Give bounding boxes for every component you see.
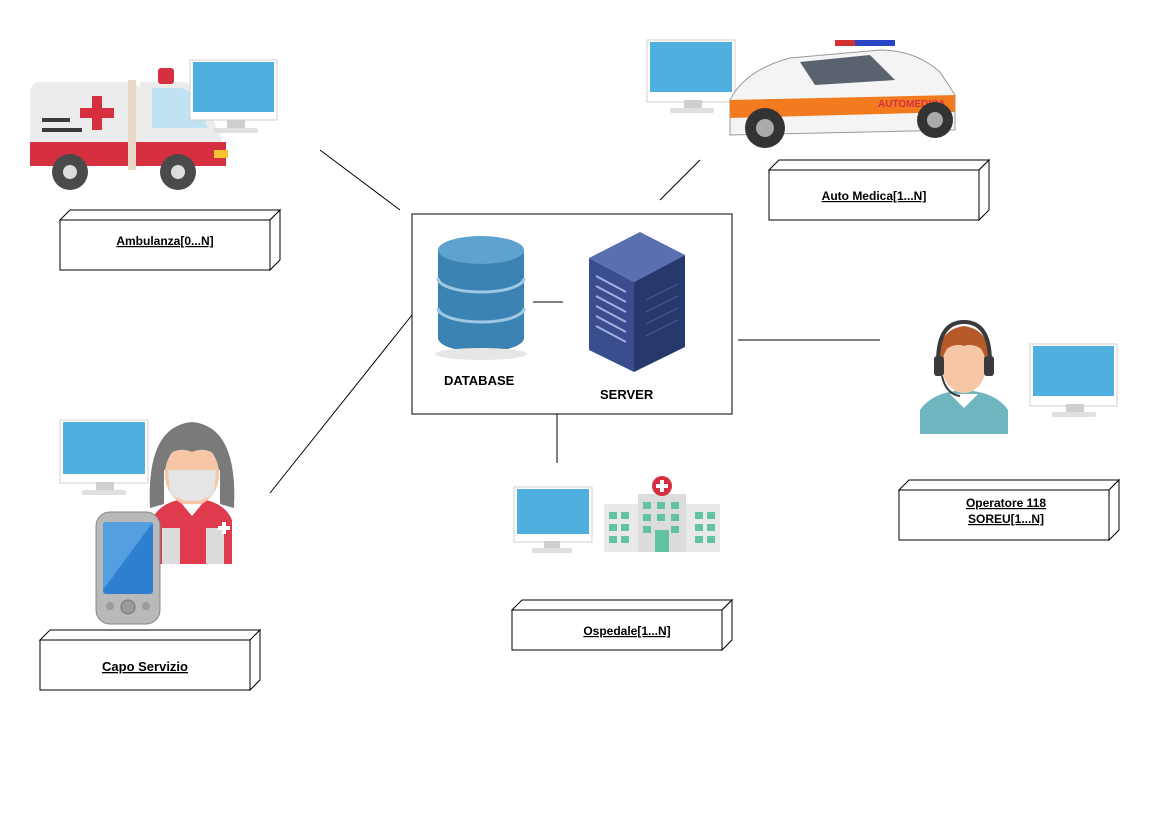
- auto-medica-car-icon: AUTOMEDICA: [729, 40, 956, 148]
- capo-servizio-label-box: Capo Servizio: [38, 628, 262, 692]
- ambulanza-label-box: Ambulanza[0...N]: [58, 208, 282, 272]
- server-block: DATABASE SERVER: [411, 213, 733, 415]
- ambulanza-node: Ambulanza[0...N]: [30, 59, 282, 272]
- monitor-icon: [513, 486, 593, 553]
- operatore-label-line2: SOREU[1...N]: [968, 512, 1044, 526]
- operatore-label-box: Operatore 118 SOREU[1...N]: [897, 478, 1121, 542]
- database-icon: [435, 236, 527, 360]
- server-icon: [589, 232, 685, 372]
- monitor-icon: [59, 419, 149, 495]
- ospedale-label-box: Ospedale[1...N]: [510, 598, 734, 652]
- monitor-icon: [646, 39, 736, 113]
- paramedic-avatar-icon: [149, 422, 235, 564]
- edge-capo-servizio-server: [269, 314, 413, 494]
- auto-medica-node: AUTOMEDICA Auto Medica[1...N]: [646, 39, 991, 222]
- operatore-label-line1: Operatore 118: [966, 496, 1046, 510]
- auto-medica-label: Auto Medica[1...N]: [822, 189, 927, 203]
- hospital-icon: [604, 476, 720, 552]
- monitor-icon: [189, 59, 278, 133]
- connection-lines: [269, 149, 880, 494]
- edge-ambulanza-server: [319, 149, 401, 211]
- edge-auto-medica-server: [659, 159, 701, 201]
- ambulanza-label: Ambulanza[0...N]: [116, 234, 213, 248]
- auto-medica-label-box: Auto Medica[1...N]: [767, 158, 991, 222]
- ospedale-label: Ospedale[1...N]: [583, 624, 670, 638]
- operatore-node: Operatore 118 SOREU[1...N]: [897, 319, 1121, 542]
- monitor-icon: [1029, 343, 1118, 417]
- capo-servizio-label: Capo Servizio: [102, 659, 188, 674]
- server-label: SERVER: [600, 387, 654, 402]
- operator-avatar-icon: [920, 319, 1008, 434]
- capo-servizio-node: Capo Servizio: [38, 419, 262, 692]
- ospedale-node: Ospedale[1...N]: [510, 476, 734, 652]
- pda-device-icon: [95, 511, 161, 625]
- database-label: DATABASE: [444, 373, 515, 388]
- auto-medica-vehicle-text: AUTOMEDICA: [878, 99, 946, 110]
